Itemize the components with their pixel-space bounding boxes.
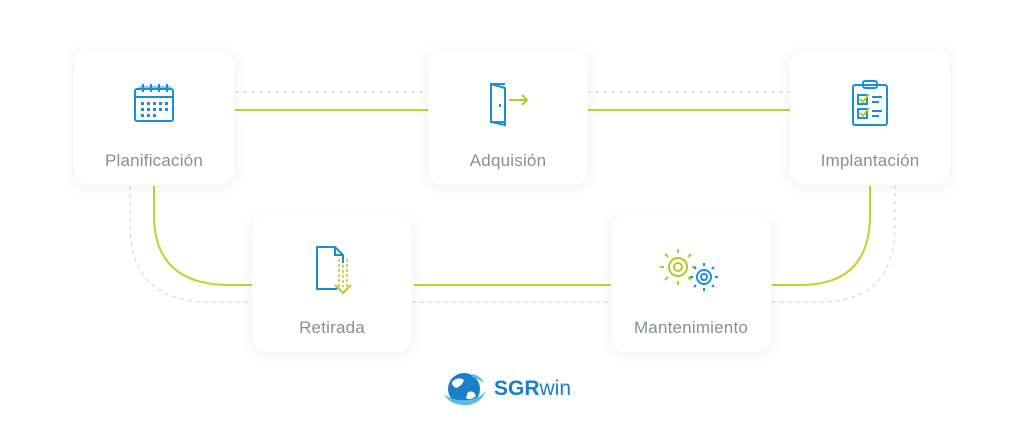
door-exit-icon	[483, 77, 533, 129]
globe-logo-icon	[444, 373, 486, 406]
calendar-icon	[131, 77, 177, 129]
step-retirada: Retirada	[252, 216, 412, 352]
step-label: Mantenimiento	[633, 318, 749, 337]
step-label: Planificación	[104, 151, 204, 170]
step-label: Adquisión	[469, 151, 547, 170]
sgrwin-logo: SGRwin	[442, 368, 571, 408]
gears-icon	[656, 244, 726, 296]
logo-text: SGRwin	[494, 376, 572, 400]
step-label: Retirada	[299, 318, 365, 337]
dashed-path-outer	[129, 186, 896, 303]
step-planificacion: Planificación	[74, 49, 234, 185]
document-download-icon	[309, 244, 355, 296]
green-path-bottom	[153, 186, 871, 286]
step-mantenimiento: Mantenimiento	[611, 216, 771, 352]
step-implantacion: Implantación	[790, 49, 950, 185]
checklist-clipboard-icon	[847, 77, 893, 129]
step-adquision: Adquisión	[428, 49, 588, 185]
step-label: Implantación	[820, 151, 920, 170]
